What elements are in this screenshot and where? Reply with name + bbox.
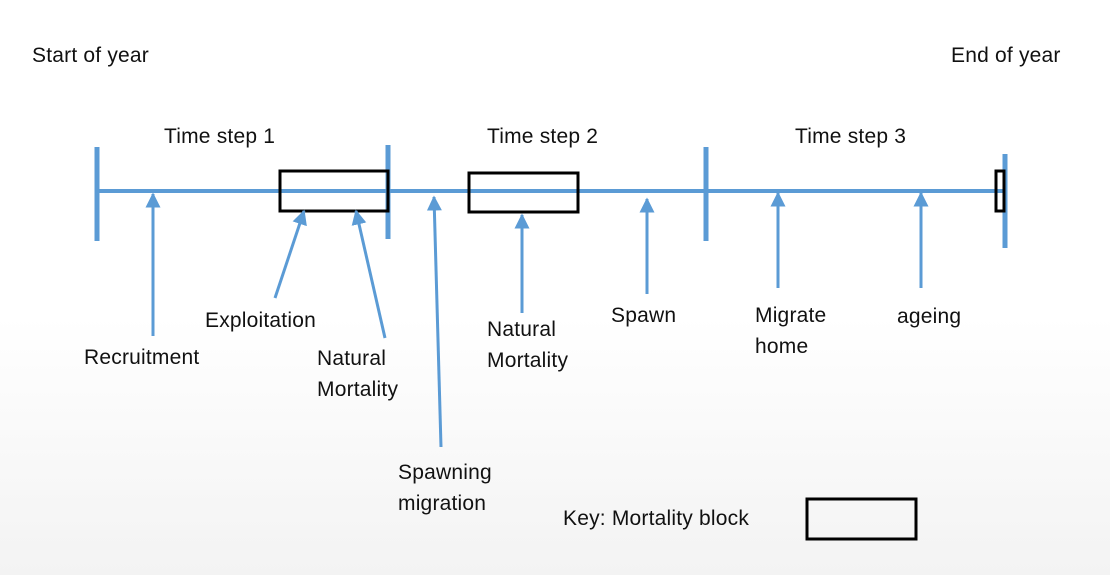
mortality-block-end	[994, 169, 1006, 213]
mortality-block-1	[278, 169, 390, 213]
arrow-spawning-migration	[426, 195, 443, 448]
natural-mortality-1-label: Natural Mortality	[317, 347, 399, 401]
mortality-block-2	[467, 171, 580, 214]
natural-mortality-2-label: Natural Mortality	[487, 318, 569, 372]
start-of-year-label: Start of year	[32, 44, 149, 67]
time-step-1-label: Time step 1	[164, 125, 276, 148]
time-step-2-label: Time step 2	[487, 125, 599, 148]
spawning-migration-label: Spawning migration	[398, 461, 492, 515]
arrow-exploitation	[273, 209, 307, 299]
migrate-home-label: Migrate home	[755, 304, 827, 358]
key-label: Key: Mortality block	[563, 507, 750, 530]
arrow-natural-mortality-1	[351, 209, 387, 339]
ageing-label: ageing	[897, 305, 962, 328]
recruitment-label: Recruitment	[84, 346, 200, 369]
end-of-year-label: End of year	[951, 44, 1061, 67]
time-step-3-label: Time step 3	[795, 125, 907, 148]
exploitation-label: Exploitation	[205, 309, 316, 332]
key-mortality-block-swatch	[805, 497, 918, 541]
spawn-label: Spawn	[611, 304, 677, 327]
